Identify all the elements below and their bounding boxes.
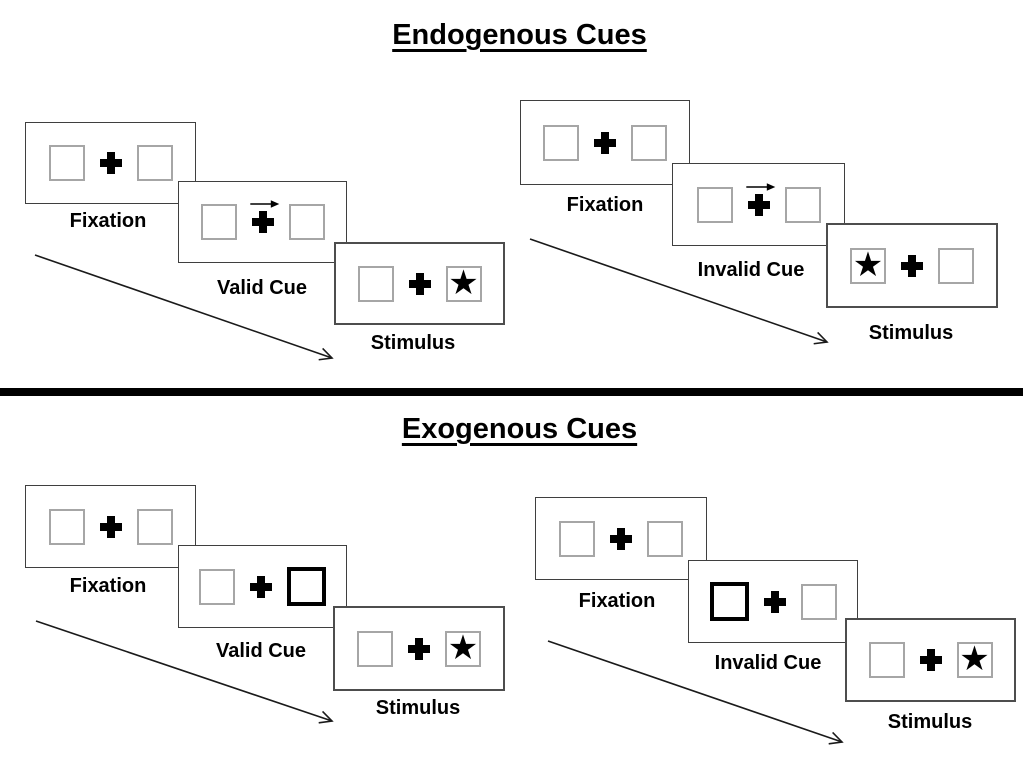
plus-icon: [594, 131, 616, 154]
plus-icon: [251, 211, 274, 233]
panel-label: Fixation: [69, 210, 147, 232]
placeholder-box-left: [48, 145, 85, 181]
panel-fixation: [25, 485, 196, 568]
star-box: ★: [445, 262, 482, 303]
placeholder-box-left: [559, 520, 595, 557]
panel-label: Fixation: [69, 575, 147, 597]
panel-stimulus: ★: [333, 606, 505, 691]
cue-arrow-right-icon: [249, 200, 279, 208]
panel-stimulus: ★: [845, 618, 1016, 702]
panel-valid-cue: [178, 545, 347, 628]
star-box: ★: [956, 639, 993, 679]
placeholder-box-right: [800, 583, 837, 620]
placeholder-box-left: [696, 186, 733, 223]
placeholder-box-right: [136, 145, 173, 181]
star-icon: ★: [447, 627, 479, 668]
placeholder-box-left: [357, 630, 393, 667]
timeline-arrow: [35, 620, 334, 724]
fixation-cross: [250, 575, 272, 598]
star-box: ★: [850, 244, 886, 285]
panel-fixation: [535, 497, 707, 580]
panel-label: Invalid Cue: [697, 259, 805, 281]
plus-icon: [250, 575, 272, 598]
fixation-cross: [408, 272, 431, 295]
placeholder-box-left: [868, 642, 905, 678]
fixation-cross: [249, 200, 279, 233]
plus-icon: [99, 152, 122, 174]
placeholder-box-left: [199, 568, 235, 605]
section-divider: [0, 388, 1023, 396]
panel-label: Stimulus: [375, 697, 461, 719]
fixation-cross: [594, 131, 616, 154]
plus-icon: [610, 527, 632, 550]
panel-label: Fixation: [566, 194, 644, 216]
panel-fixation: [520, 100, 690, 185]
panel-label: Stimulus: [868, 322, 954, 344]
plus-icon: [763, 590, 786, 613]
placeholder-box-left: [543, 124, 579, 161]
cue-arrow-right-icon: [745, 182, 775, 191]
plus-icon: [99, 515, 122, 538]
fixation-cross: [919, 649, 942, 671]
star-icon: ★: [448, 262, 479, 303]
endogenous-title: Endogenous Cues: [392, 19, 647, 51]
panel-invalid-cue: [672, 163, 845, 246]
panel-stimulus: ★: [826, 223, 998, 308]
timeline-arrow: [34, 254, 334, 361]
fixation-cross: [610, 527, 632, 550]
exogenous-title: Exogenous Cues: [401, 413, 638, 445]
placeholder-box-right: [784, 186, 821, 223]
fixation-cross: [745, 182, 775, 216]
panel-label: Stimulus: [370, 332, 456, 354]
panel-label: Valid Cue: [215, 640, 307, 662]
star-box: ★: [445, 627, 481, 668]
fixation-cross: [99, 152, 122, 174]
fixation-cross: [763, 590, 786, 613]
panel-fixation: [25, 122, 196, 204]
panel-label: Stimulus: [887, 711, 973, 733]
panel-label: Fixation: [578, 590, 656, 612]
plus-icon: [919, 649, 942, 671]
star-icon: ★: [959, 639, 990, 679]
placeholder-box-right: [631, 124, 667, 161]
fixation-cross: [408, 637, 430, 660]
placeholder-box-left: [48, 508, 85, 545]
fixation-cross: [901, 254, 923, 277]
plus-icon: [901, 254, 923, 277]
placeholder-box-right: [136, 508, 173, 545]
panel-stimulus: ★: [334, 242, 505, 325]
plus-icon: [408, 272, 431, 295]
fixation-cross: [99, 515, 122, 538]
placeholder-box-right: [938, 247, 974, 284]
panel-label: Valid Cue: [216, 277, 308, 299]
star-icon: ★: [852, 244, 884, 285]
placeholder-box-left: [200, 204, 237, 240]
highlight-cue-box: [709, 582, 749, 621]
panel-label: Invalid Cue: [714, 652, 822, 674]
plus-icon: [747, 193, 770, 216]
placeholder-box-right: [288, 204, 325, 240]
panel-invalid-cue: [688, 560, 858, 643]
timeline-arrow: [529, 238, 829, 345]
timeline-arrow: [547, 640, 844, 745]
placeholder-box-left: [357, 265, 394, 302]
highlight-cue-box: [287, 567, 326, 606]
placeholder-box-right: [647, 520, 683, 557]
plus-icon: [408, 637, 430, 660]
panel-valid-cue: [178, 181, 347, 263]
